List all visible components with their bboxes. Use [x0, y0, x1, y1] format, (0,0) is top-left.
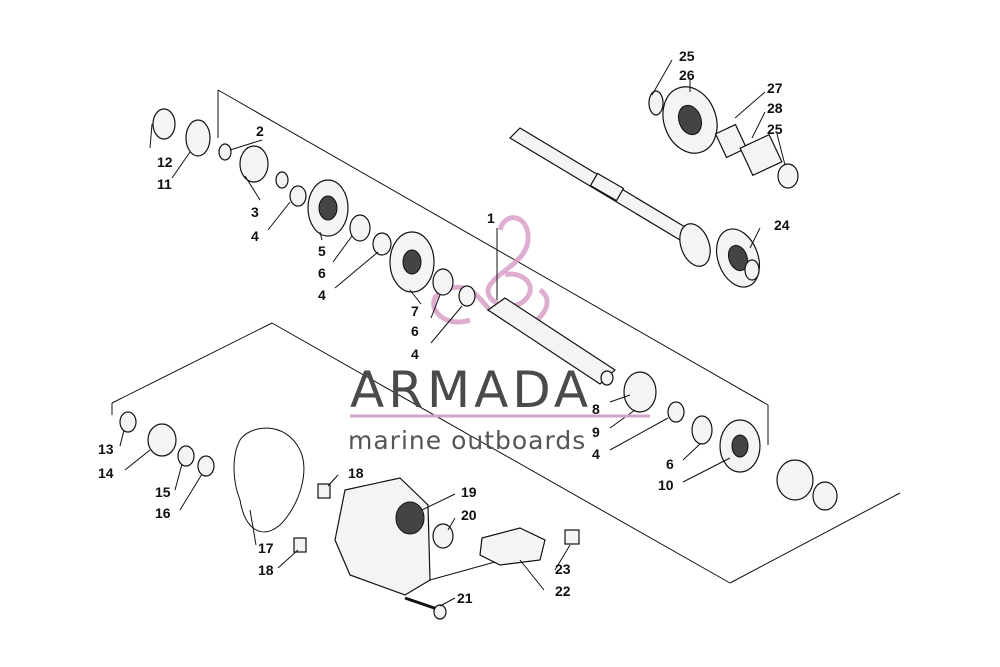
- seal-20: [432, 523, 454, 549]
- callout-19: 19: [461, 484, 477, 500]
- dowel-18b: [293, 537, 307, 553]
- frame-lines: [111, 89, 901, 584]
- shaft-24: [509, 127, 761, 288]
- callout-25: 25: [679, 48, 695, 64]
- sensor-22: [479, 527, 546, 566]
- callout-4: 4: [251, 228, 259, 244]
- ring-16: [197, 455, 215, 477]
- bearing-right: [776, 459, 814, 501]
- cover-housing: [334, 477, 431, 596]
- callout-8: 8: [592, 401, 600, 417]
- main-shaft-1: [486, 297, 616, 386]
- callout-21: 21: [457, 590, 473, 606]
- callout-22: 22: [555, 583, 571, 599]
- callout-1: 1: [487, 210, 495, 226]
- callout-labels: 1 2 3 4 5 6 4 7 6 4 8 9 4 6 10 11 12 13 …: [98, 48, 790, 606]
- callout-3: 3: [251, 204, 259, 220]
- callout-20: 20: [461, 507, 477, 523]
- callout-4: 4: [592, 446, 600, 462]
- clip-2b: [275, 171, 289, 189]
- dowel-18a: [317, 483, 331, 499]
- bushing-28: [739, 133, 783, 177]
- washer-4a: [289, 185, 307, 207]
- callout-4: 4: [318, 287, 326, 303]
- callout-13: 13: [98, 441, 114, 457]
- callout-18: 18: [348, 465, 364, 481]
- bearing-6c: [691, 415, 713, 445]
- gear-5-hub: [318, 195, 338, 221]
- callout-17: 17: [258, 540, 274, 556]
- nut-14: [147, 423, 177, 457]
- callout-6: 6: [411, 323, 419, 339]
- bolt-21: [404, 596, 447, 620]
- ring-12: [152, 108, 176, 140]
- seal-19: [395, 501, 425, 535]
- washer-15: [177, 445, 195, 467]
- callout-27: 27: [767, 80, 783, 96]
- bearing-6b: [432, 268, 454, 296]
- callout-12: 12: [157, 154, 173, 170]
- bearing-6a: [349, 214, 371, 242]
- callout-15: 15: [155, 484, 171, 500]
- washer-4d: [667, 401, 685, 423]
- callout-14: 14: [98, 465, 114, 481]
- callout-23: 23: [555, 561, 571, 577]
- hub-3: [239, 145, 269, 183]
- gear-11: [185, 119, 211, 157]
- washer-4b: [372, 232, 392, 256]
- callout-25: 25: [767, 121, 783, 137]
- callout-24: 24: [774, 217, 790, 233]
- callout-4: 4: [411, 346, 419, 362]
- callout-5: 5: [318, 243, 326, 259]
- screw-23: [564, 529, 580, 545]
- callout-10: 10: [658, 477, 674, 493]
- callout-11: 11: [157, 176, 172, 192]
- gear-26: [662, 86, 718, 154]
- leader-lines: [119, 59, 786, 607]
- gasket-17: [233, 427, 305, 533]
- callout-2: 2: [256, 123, 264, 139]
- callout-28: 28: [767, 100, 783, 116]
- callout-7: 7: [411, 303, 419, 319]
- hub-8: [623, 371, 657, 413]
- ring-25-bottom: [777, 163, 799, 189]
- ring-13: [119, 411, 137, 433]
- ring-25-top: [648, 90, 664, 116]
- callout-6: 6: [318, 265, 326, 281]
- gear-7-hub: [402, 249, 422, 275]
- callout-9: 9: [592, 424, 600, 440]
- callout-18: 18: [258, 562, 274, 578]
- callout-26: 26: [679, 67, 695, 83]
- callout-16: 16: [155, 505, 171, 521]
- gear-10-hub: [731, 434, 749, 458]
- watermark-tagline: marine outboards: [348, 426, 586, 455]
- watermark-brand: ARMADA: [350, 361, 592, 419]
- callout-6: 6: [666, 456, 674, 472]
- washer-4c: [458, 285, 476, 307]
- seal-right: [812, 481, 838, 511]
- bushing-27: [714, 123, 748, 159]
- clip-2: [218, 143, 232, 161]
